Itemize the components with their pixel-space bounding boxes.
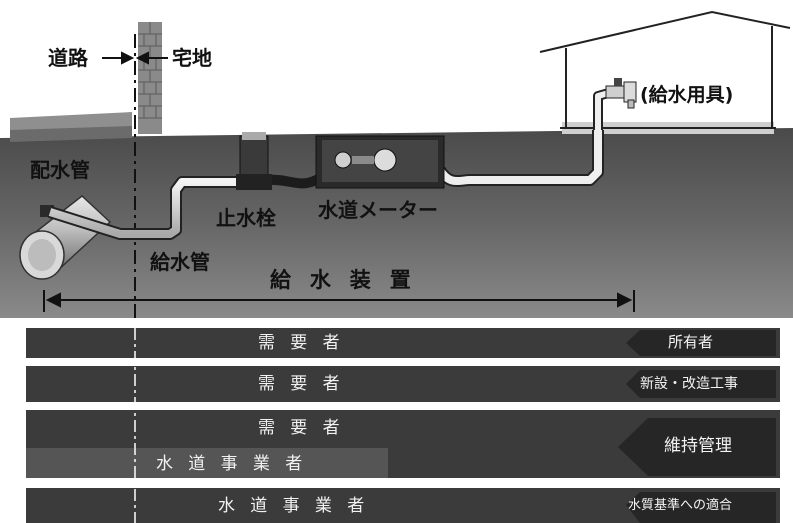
boundary-arrows: [102, 51, 168, 65]
meter-box: [315, 135, 445, 189]
quality-row-tag: 水質基準への適合: [628, 498, 733, 513]
fixture-label: (給水用具): [640, 84, 734, 106]
service-pipe-label: 給水管: [150, 250, 210, 274]
road-label: 道路: [48, 46, 88, 70]
stop-valve: [236, 132, 272, 190]
owner-row-label: 需要者: [258, 333, 355, 353]
construction-row-label: 需要者: [258, 374, 355, 394]
distribution-main-pipe: [19, 195, 112, 280]
faucet: [605, 78, 637, 109]
boundary-wall: [138, 22, 162, 134]
construction-row-tag: 新設・改造工事: [640, 376, 738, 392]
distribution-main-label: 配水管: [30, 158, 90, 182]
responsibility-bars: [26, 328, 780, 523]
owner-row-tag: 所有者: [668, 333, 714, 351]
quality-row-label: 水道事業者: [218, 496, 380, 516]
water-meter-label: 水道メーター: [318, 198, 438, 222]
maintenance-row-tag: 維持管理: [664, 436, 732, 456]
maintenance-row-bottom-label: 水道事業者: [156, 454, 318, 474]
property-label: 宅地: [172, 46, 212, 70]
stop-valve-label: 止水栓: [216, 206, 276, 230]
house: [539, 10, 791, 129]
installation-extent-arrow: [43, 290, 635, 312]
installation-label: 給水装置: [270, 268, 430, 292]
maintenance-row-top-label: 需要者: [258, 418, 355, 438]
